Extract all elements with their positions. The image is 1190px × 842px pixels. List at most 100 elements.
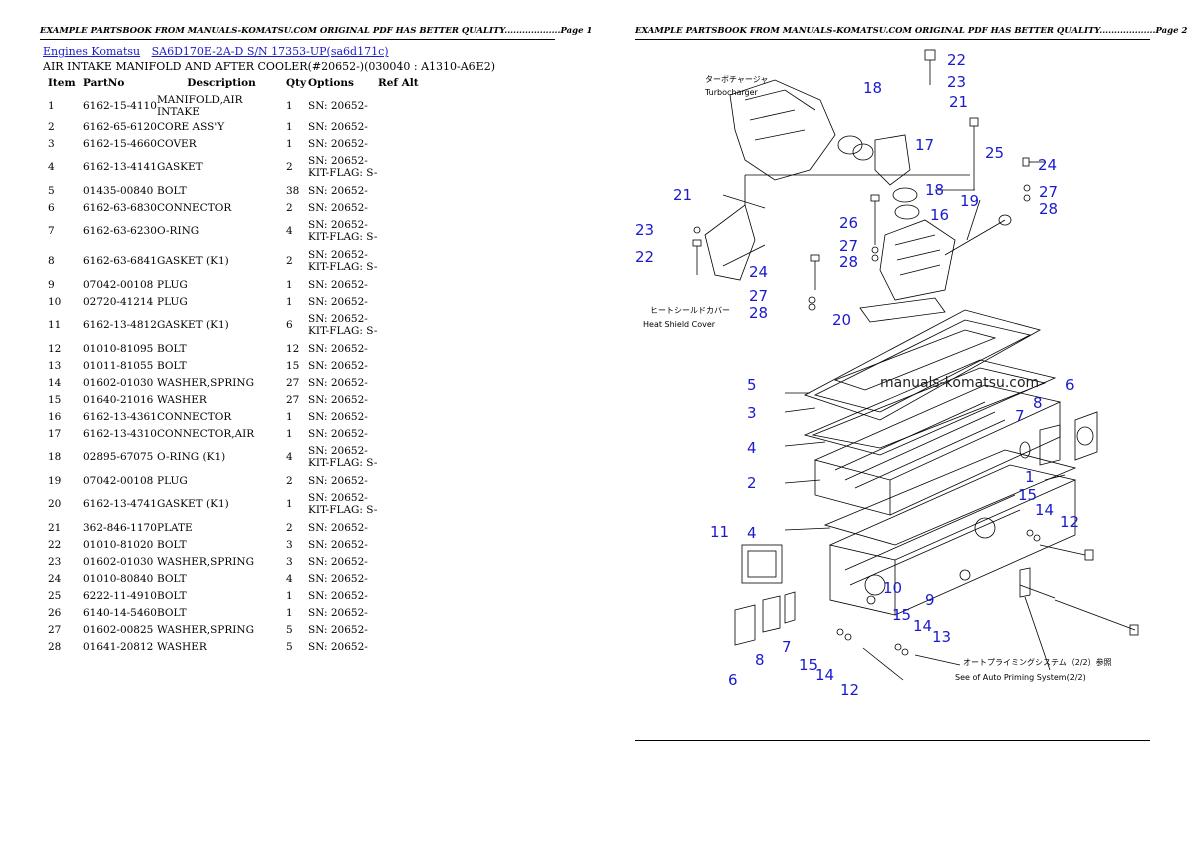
option-sn: SN: 20652-	[308, 201, 368, 214]
callout-17: 17	[915, 136, 934, 154]
callout-27: 27	[1039, 183, 1058, 201]
option-sn: SN: 20652-	[308, 120, 368, 133]
cell-options: SN: 20652-	[308, 293, 378, 310]
breadcrumb-link-engines[interactable]: Engines Komatsu	[43, 45, 141, 58]
cell-refalt	[378, 442, 428, 472]
cell-qty: 4	[286, 451, 293, 463]
cell-qty: 5	[286, 640, 293, 653]
option-kit-flag: KIT-FLAG: S-	[308, 231, 378, 243]
cell-options: SN: 20652-	[308, 135, 378, 152]
callout-28: 28	[1039, 200, 1058, 218]
option-kit-flag: KIT-FLAG: S-	[308, 504, 378, 516]
cell-item: 25	[48, 589, 62, 602]
cell-qty: 1	[286, 295, 293, 308]
cell-refalt	[378, 94, 428, 118]
cell-qty: 1	[286, 410, 293, 423]
cell-refalt	[378, 135, 428, 152]
diagram-page: EXAMPLE PARTSBOOK FROM MANUALS-KOMATSU.C…	[595, 0, 1190, 842]
callout-14b: 14	[913, 617, 932, 635]
cell-item: 15	[48, 393, 62, 406]
option-sn: SN: 20652-	[308, 427, 368, 440]
auto-priming-jp-label: オートプライミングシステム（2/2）参照	[963, 657, 1112, 667]
cell-description: GASKET (K1)	[157, 255, 229, 267]
callout-8: 8	[1033, 394, 1043, 412]
cell-partno: 02720-41214	[83, 295, 154, 308]
header-rule	[40, 39, 555, 40]
cell-refalt	[378, 638, 428, 655]
cell-refalt	[378, 536, 428, 553]
callout-24b: 24	[749, 263, 768, 281]
callout-1: 1	[1025, 468, 1035, 486]
cell-options: SN: 20652-	[308, 425, 378, 442]
cell-description: CONNECTOR	[157, 410, 232, 423]
callout-12b: 12	[840, 681, 859, 699]
cell-partno: 01010-81020	[83, 538, 154, 551]
callout-21: 21	[949, 93, 968, 111]
cell-options: SN: 20652-	[308, 519, 378, 536]
cell-item: 23	[48, 555, 62, 568]
cell-description: BOLT	[157, 342, 187, 355]
callout-8b: 8	[755, 651, 765, 669]
cell-refalt	[378, 152, 428, 182]
callout-6: 6	[1065, 376, 1075, 394]
option-sn: SN: 20652-	[308, 137, 368, 150]
option-sn: SN: 20652-	[308, 100, 368, 112]
callout-24: 24	[1038, 156, 1057, 174]
cell-qty: 4	[286, 225, 293, 237]
cell-refalt	[378, 391, 428, 408]
turbocharger-jp-label: ターボチャージャ	[705, 75, 768, 84]
cell-refalt	[378, 357, 428, 374]
cell-options: SN: 20652-	[308, 536, 378, 553]
cell-qty: 1	[286, 606, 293, 619]
cell-item: 5	[48, 184, 55, 197]
footer-rule	[635, 740, 1150, 741]
callout-18b: 18	[925, 181, 944, 199]
option-sn: SN: 20652-	[308, 219, 368, 231]
cell-partno: 6162-65-6120	[83, 120, 157, 133]
cell-item: 10	[48, 295, 62, 308]
cell-refalt	[378, 489, 428, 519]
callout-11: 11	[710, 523, 729, 541]
cell-refalt	[378, 276, 428, 293]
cell-partno: 01010-80840	[83, 572, 154, 585]
option-sn: SN: 20652-	[308, 359, 368, 372]
cell-refalt	[378, 604, 428, 621]
cell-description: O-RING	[157, 225, 200, 237]
cell-options: SN: 20652-	[308, 182, 378, 199]
cell-qty: 27	[286, 393, 300, 406]
cell-partno: 6162-63-6230	[83, 225, 157, 237]
cell-description: BOLT	[157, 184, 187, 197]
callout-10: 10	[883, 579, 902, 597]
callout-16: 16	[930, 206, 949, 224]
cell-refalt	[378, 310, 428, 340]
cell-partno: 6222-11-4910	[83, 589, 157, 602]
cell-options: SN: 20652-	[308, 276, 378, 293]
col-header-qty: Qty	[286, 77, 307, 89]
cell-item: 24	[48, 572, 62, 585]
cell-description: PLUG	[157, 474, 188, 487]
callout-4b: 4	[747, 524, 757, 542]
cell-item: 18	[48, 451, 62, 463]
cell-qty: 15	[286, 359, 300, 372]
heat-shield-jp-label: ヒートシールドカバー	[650, 306, 730, 315]
breadcrumb-link-model[interactable]: SA6D170E-2A-D S/N 17353-UP(sa6d171c)	[151, 45, 389, 58]
cell-options: SN: 20652-	[308, 570, 378, 587]
cell-description: CORE ASS'Y	[157, 120, 225, 133]
callout-22: 22	[947, 51, 966, 69]
cell-qty: 1	[286, 100, 293, 112]
cell-description: GASKET (K1)	[157, 498, 229, 510]
cell-refalt	[378, 293, 428, 310]
cell-description: GASKET (K1)	[157, 319, 229, 331]
col-header-partno: PartNo	[83, 77, 125, 89]
cell-qty: 2	[286, 521, 293, 534]
option-sn: SN: 20652-	[308, 313, 368, 325]
